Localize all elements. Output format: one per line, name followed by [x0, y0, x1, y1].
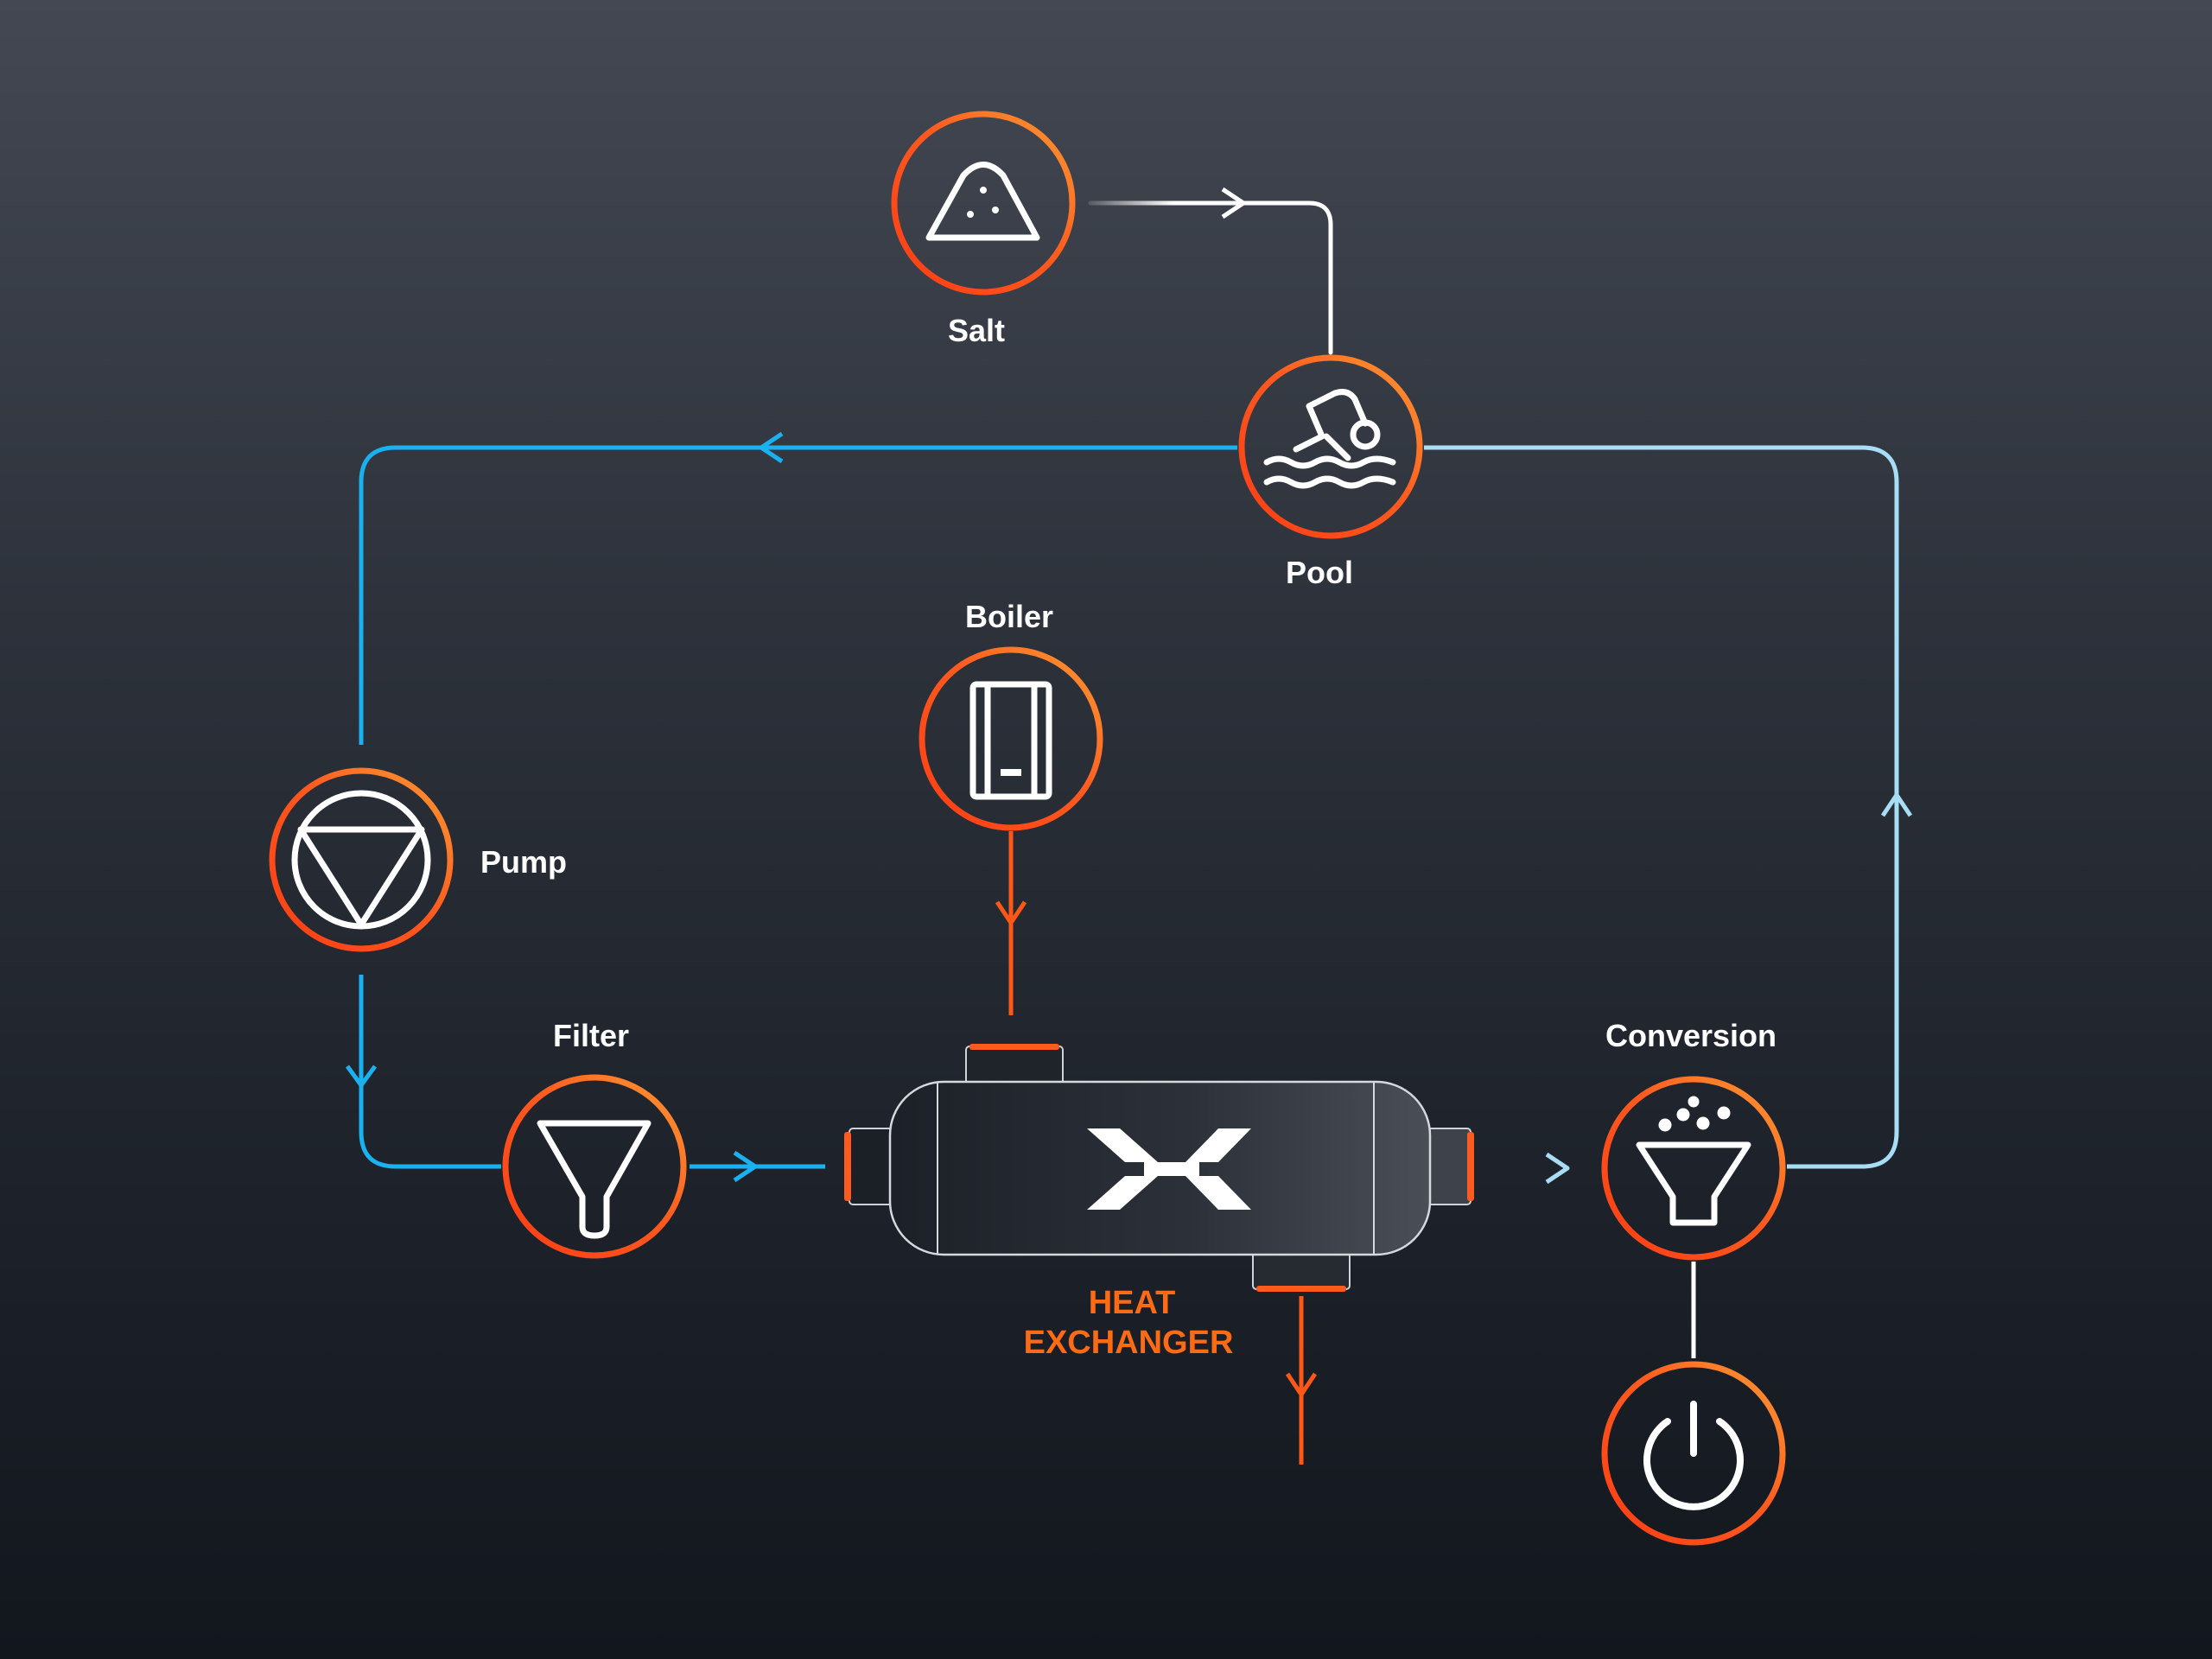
salt-to-pool-arrow: [1221, 187, 1246, 219]
power-node[interactable]: [1601, 1361, 1786, 1546]
conversion-label: Conversion: [1605, 1018, 1777, 1053]
pump-label: Pump: [480, 844, 567, 880]
conversion-to-pool-line: [1424, 445, 1899, 1169]
exchanger-outlet-arrow: [1285, 1372, 1318, 1397]
exchanger-logo-icon: [1087, 1128, 1251, 1210]
boiler-to-exchanger-arrow: [995, 900, 1027, 925]
pump-to-filter-arrow: [345, 1065, 378, 1088]
exchanger-to-conversion-arrow: [1545, 1152, 1570, 1185]
heat-exchanger: [844, 1044, 1474, 1292]
pool-to-pump-line: [359, 445, 1237, 745]
funnel-bubbles-icon: [1636, 1096, 1751, 1226]
power-icon: [1643, 1401, 1744, 1510]
pump-node: [269, 767, 454, 952]
pool-to-pump-arrow: [759, 431, 784, 464]
salt-label: Salt: [948, 313, 1005, 348]
filter-label: Filter: [553, 1018, 629, 1053]
exchanger-left-port: [849, 1128, 893, 1205]
pump-to-filter-line: [359, 975, 501, 1169]
conversion-to-pool-arrow: [1880, 792, 1913, 817]
salt-node: [891, 111, 1076, 296]
heat-exchanger-label-line1: HEAT: [1089, 1285, 1176, 1321]
exchanger-top-port: [965, 1046, 1064, 1085]
exchanger-bottom-port: [1252, 1250, 1351, 1290]
exchanger-right-port: [1427, 1128, 1471, 1205]
heat-exchanger-label-line2: EXCHANGER: [1024, 1325, 1234, 1361]
funnel-icon: [537, 1120, 652, 1239]
pool-node: [1238, 354, 1423, 539]
boiler-node: [918, 646, 1103, 831]
conversion-node: [1601, 1076, 1786, 1261]
boiler-label: Boiler: [965, 599, 1053, 634]
salt-pile-icon: [925, 162, 1040, 241]
boiler-icon: [969, 681, 1052, 800]
filter-node: [502, 1074, 687, 1259]
pump-triangle-icon: [291, 790, 431, 930]
salt-to-pool-line: [1088, 200, 1333, 355]
pool-label: Pool: [1286, 555, 1353, 590]
swimmer-icon: [1263, 389, 1396, 489]
filter-to-exchanger-arrow: [733, 1150, 758, 1183]
